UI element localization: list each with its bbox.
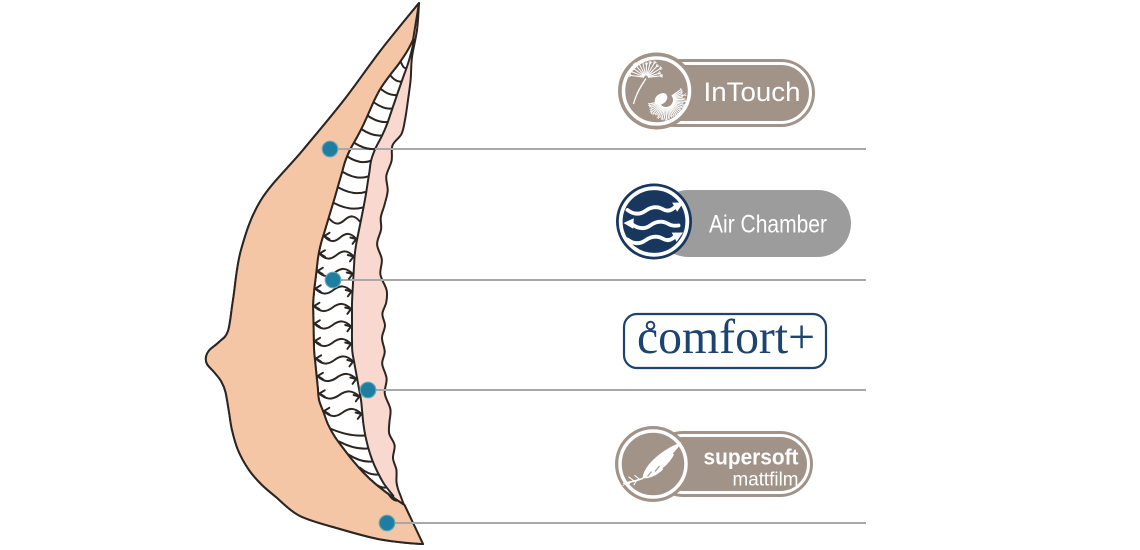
svg-text:InTouch: InTouch — [704, 77, 801, 107]
svg-text:comfort+: comfort+ — [637, 309, 815, 364]
svg-text:supersoft: supersoft — [704, 445, 799, 470]
svg-text:Air Chamber: Air Chamber — [709, 211, 827, 239]
svg-text:mattfilm: mattfilm — [733, 469, 799, 491]
